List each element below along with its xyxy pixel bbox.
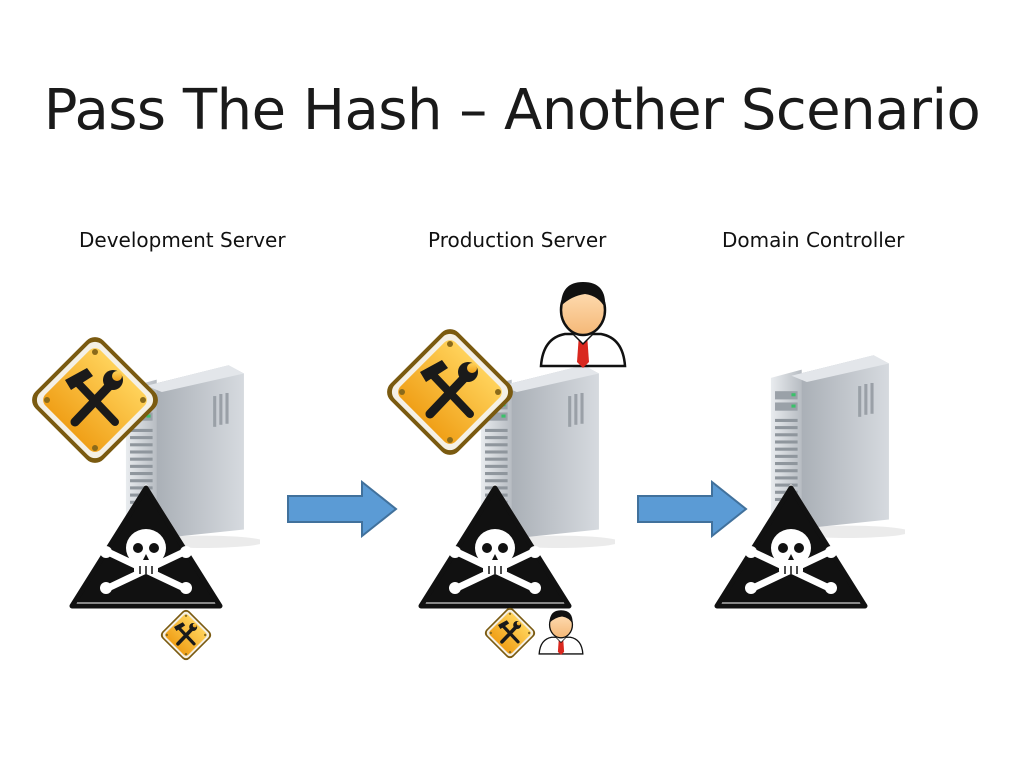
- user-icon: [533, 270, 633, 370]
- skull-danger-icon: [415, 480, 575, 610]
- node-label-production-server: Production Server: [428, 228, 607, 252]
- tools-warning-icon: [380, 322, 520, 462]
- user-small-icon: [535, 604, 587, 656]
- node-label-development-server: Development Server: [79, 228, 286, 252]
- node-label-domain-controller: Domain Controller: [722, 228, 905, 252]
- right-arrow-icon: [286, 480, 398, 538]
- tools-warning-icon: [25, 330, 165, 470]
- skull-danger-icon: [711, 480, 871, 610]
- tools-warning-small-icon: [482, 605, 538, 661]
- skull-danger-icon: [66, 480, 226, 610]
- slide-title: Pass The Hash – Another Scenario: [43, 78, 981, 143]
- tools-warning-small-icon: [158, 607, 214, 663]
